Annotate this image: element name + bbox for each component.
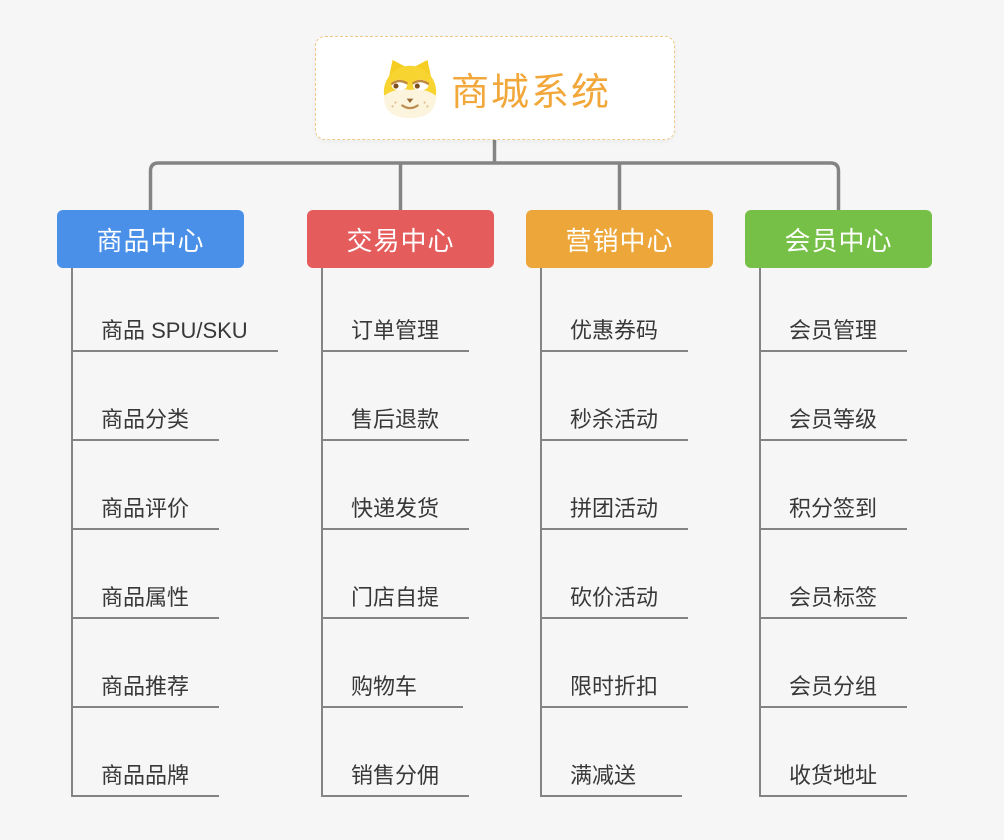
branch-bus-connector xyxy=(148,161,841,210)
leaf-node[interactable]: 会员等级 xyxy=(761,352,908,441)
branch-node-trade-center[interactable]: 交易中心 xyxy=(307,210,494,268)
leaf-node[interactable]: 订单管理 xyxy=(323,268,470,352)
leaf-label: 快递发货 xyxy=(351,495,440,521)
leaf-label: 砍价活动 xyxy=(570,584,659,610)
leaf-label: 商品分类 xyxy=(101,406,190,432)
leaf-node[interactable]: 秒杀活动 xyxy=(542,352,689,441)
leaf-node[interactable]: 满减送 xyxy=(542,708,682,797)
leaf-node[interactable]: 售后退款 xyxy=(323,352,470,441)
branch-label: 会员中心 xyxy=(784,225,893,256)
leaf-node[interactable]: 砍价活动 xyxy=(542,530,689,619)
leaf-label: 积分签到 xyxy=(789,495,878,521)
leaf-label: 秒杀活动 xyxy=(570,406,659,432)
leaf-label: 会员等级 xyxy=(789,406,878,432)
leaf-node[interactable]: 商品 SPU/SKU xyxy=(73,268,278,352)
leaf-label: 商品 SPU/SKU xyxy=(101,317,248,343)
leaf-node[interactable]: 销售分佣 xyxy=(323,708,470,797)
leaf-node[interactable]: 拼团活动 xyxy=(542,441,689,530)
branch-node-product-center[interactable]: 商品中心 xyxy=(57,210,244,268)
branch-children-marketing-center: 优惠券码 秒杀活动 拼团活动 砍价活动 限时折扣 满减送 xyxy=(540,268,689,797)
leaf-node[interactable]: 会员分组 xyxy=(761,619,908,708)
leaf-label: 售后退款 xyxy=(351,406,440,432)
leaf-node[interactable]: 商品分类 xyxy=(73,352,220,441)
leaf-label: 购物车 xyxy=(351,673,418,699)
leaf-label: 满减送 xyxy=(570,762,637,788)
leaf-node[interactable]: 商品属性 xyxy=(73,530,220,619)
root-node-title: 商城系统 xyxy=(450,71,611,114)
leaf-label: 商品品牌 xyxy=(101,762,190,788)
branch-label: 交易中心 xyxy=(346,225,455,256)
leaf-label: 商品属性 xyxy=(101,584,190,610)
leaf-node[interactable]: 购物车 xyxy=(323,619,463,708)
leaf-node[interactable]: 会员管理 xyxy=(761,268,908,352)
leaf-label: 门店自提 xyxy=(351,584,440,610)
leaf-node[interactable]: 门店自提 xyxy=(323,530,470,619)
leaf-label: 限时折扣 xyxy=(570,673,659,699)
leaf-label: 会员管理 xyxy=(789,317,878,343)
leaf-node[interactable]: 限时折扣 xyxy=(542,619,689,708)
branch-children-member-center: 会员管理 会员等级 积分签到 会员标签 会员分组 收货地址 xyxy=(759,268,908,797)
root-node[interactable]: 商城系统 xyxy=(315,36,675,140)
leaf-node[interactable]: 积分签到 xyxy=(761,441,908,530)
leaf-label: 销售分佣 xyxy=(351,762,440,788)
branch-children-product-center: 商品 SPU/SKU 商品分类 商品评价 商品属性 商品推荐 商品品牌 xyxy=(71,268,278,797)
leaf-label: 订单管理 xyxy=(351,317,440,343)
leaf-node[interactable]: 会员标签 xyxy=(761,530,908,619)
leaf-label: 收货地址 xyxy=(789,762,878,788)
leaf-label: 商品推荐 xyxy=(101,673,190,699)
leaf-node[interactable]: 快递发货 xyxy=(323,441,470,530)
branch-node-member-center[interactable]: 会员中心 xyxy=(745,210,932,268)
branch-label: 营销中心 xyxy=(565,225,674,256)
leaf-node[interactable]: 优惠券码 xyxy=(542,268,689,352)
leaf-node[interactable]: 商品推荐 xyxy=(73,619,220,708)
leaf-label: 会员标签 xyxy=(789,584,878,610)
branch-label: 商品中心 xyxy=(96,225,205,256)
branch-node-marketing-center[interactable]: 营销中心 xyxy=(526,210,713,268)
leaf-label: 拼团活动 xyxy=(570,495,659,521)
dog-face-icon xyxy=(379,57,441,119)
leaf-label: 商品评价 xyxy=(101,495,190,521)
leaf-node[interactable]: 商品评价 xyxy=(73,441,220,530)
branch-children-trade-center: 订单管理 售后退款 快递发货 门店自提 购物车 销售分佣 xyxy=(321,268,470,797)
leaf-node[interactable]: 收货地址 xyxy=(761,708,908,797)
leaf-node[interactable]: 商品品牌 xyxy=(73,708,220,797)
leaf-label: 会员分组 xyxy=(789,673,878,699)
leaf-label: 优惠券码 xyxy=(570,317,659,343)
